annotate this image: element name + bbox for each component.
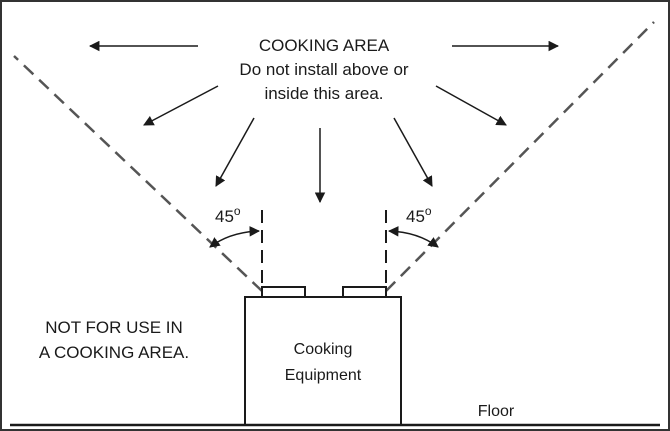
left-burner xyxy=(261,286,306,298)
right-burner xyxy=(342,286,387,298)
right-angle-label: 45o xyxy=(406,204,432,226)
floor-label: Floor xyxy=(478,403,515,420)
not-for-use-line-2: A COOKING AREA. xyxy=(39,343,189,362)
not-for-use-line-1: NOT FOR USE IN xyxy=(45,318,183,337)
equipment-label-line-1: Cooking xyxy=(294,341,353,358)
cooking-area-warning-line-1: Do not install above or xyxy=(239,60,408,79)
cooking-area-title: COOKING AREA xyxy=(259,36,390,55)
left-boundary-dashed-line xyxy=(13,55,263,292)
right-angle-arc xyxy=(387,226,439,248)
cooking-area-warning-line-2: inside this area. xyxy=(264,84,383,103)
right-degree-symbol: o xyxy=(425,204,432,218)
equipment-label-line-2: Equipment xyxy=(285,367,362,384)
cooking-equipment-box xyxy=(244,296,402,426)
arrow-down-right-outer xyxy=(435,85,507,126)
left-degree-symbol: o xyxy=(234,204,241,218)
left-angle-arc xyxy=(209,226,261,248)
arrow-down-right-inner xyxy=(393,117,433,187)
left-angle-value: 45 xyxy=(215,207,234,226)
arrow-down-left-inner xyxy=(215,117,255,187)
right-angle-value: 45 xyxy=(406,207,425,226)
right-boundary-dashed-line xyxy=(385,21,655,292)
left-angle-label: 45o xyxy=(215,204,241,226)
arrow-down-left-outer xyxy=(143,85,219,126)
